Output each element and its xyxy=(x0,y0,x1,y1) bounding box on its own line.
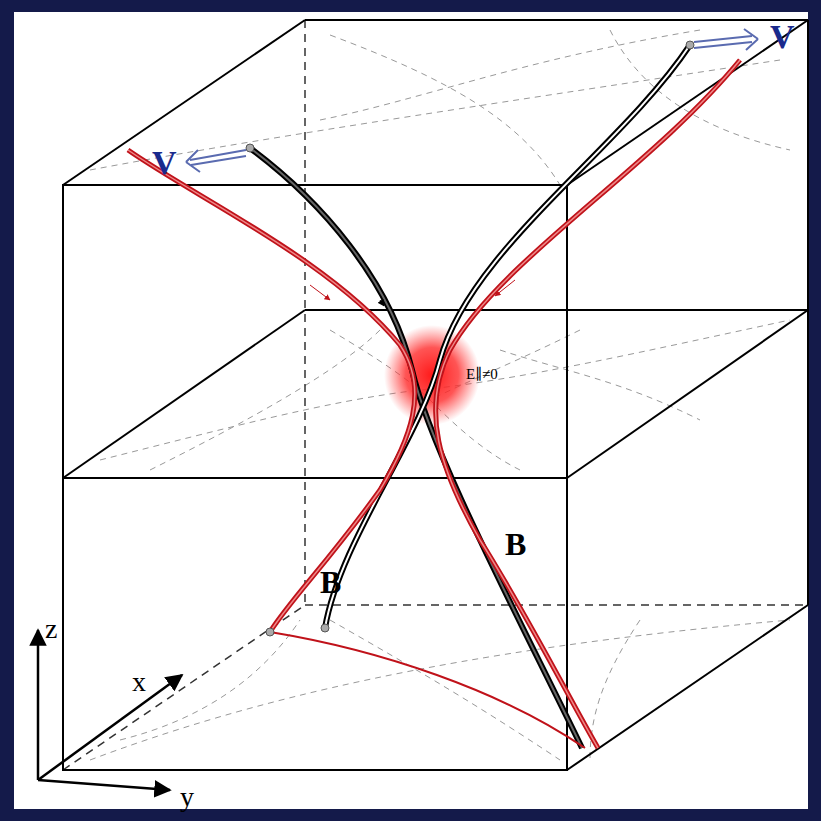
field-label: B xyxy=(320,566,341,598)
field-label: E∥≠0 xyxy=(466,367,498,382)
axis-label: z xyxy=(45,615,57,643)
velocity-arrow xyxy=(186,29,758,172)
hidden-edge xyxy=(63,20,808,770)
velocity-label: V xyxy=(770,20,795,54)
axis-label: y xyxy=(180,783,194,811)
ground xyxy=(14,12,808,809)
axis-label: x xyxy=(132,668,146,696)
field-line xyxy=(128,41,740,748)
field-label: B xyxy=(505,528,526,560)
axis-arrow xyxy=(38,630,182,790)
velocity-label: V xyxy=(152,146,177,180)
cube-edge xyxy=(63,20,808,770)
